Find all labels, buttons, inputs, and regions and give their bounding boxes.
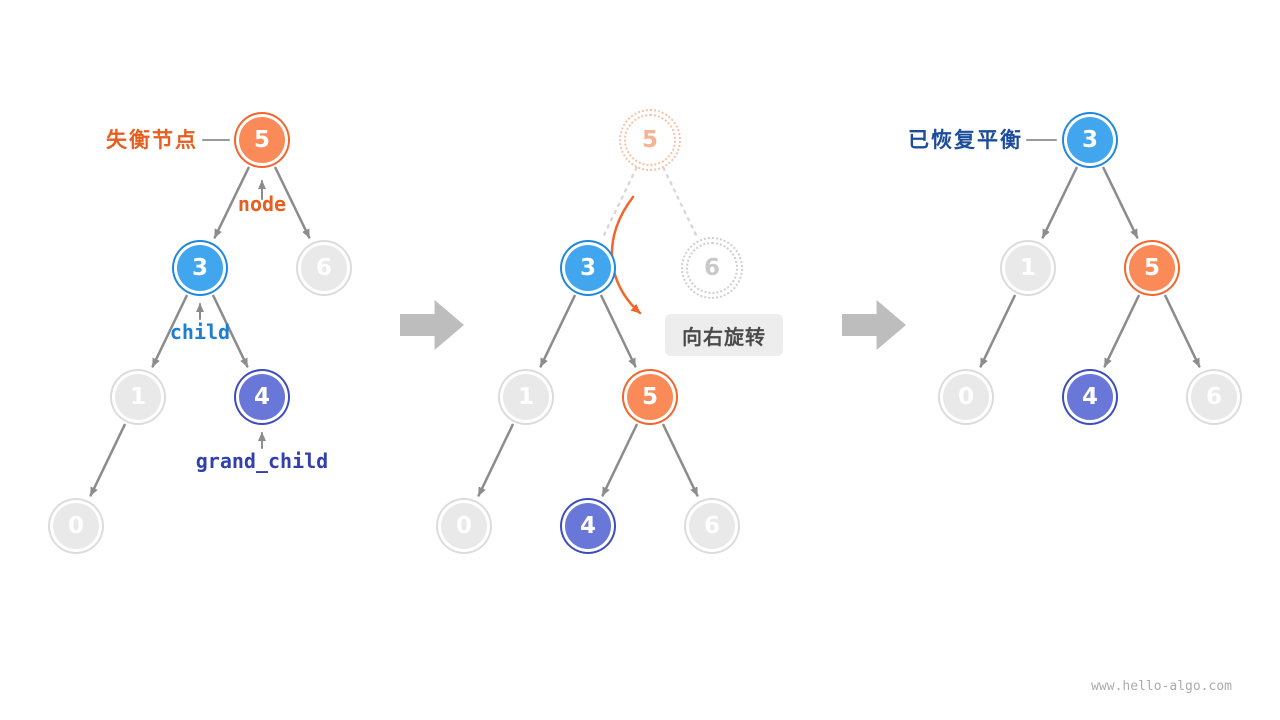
tree-after-node-1: 1 (1005, 245, 1051, 291)
tree-during-node-5: 5 (627, 374, 673, 420)
balanced-label: 已恢复平衡 (908, 128, 1023, 152)
edge-during-1-0 (477, 423, 514, 497)
edge-during-5-4 (601, 423, 638, 497)
ghost-edge-5-6 (662, 166, 700, 241)
edge-after-5-4 (1103, 294, 1140, 368)
edge-before-5-6 (274, 166, 311, 239)
unbalanced-node-label: 失衡节点 (106, 128, 198, 152)
edge-after-3-1 (1041, 166, 1078, 239)
edge-before-3-1 (151, 294, 188, 368)
tree-after-node-6: 6 (1191, 374, 1237, 420)
rotation-arrow-icon (610, 195, 642, 315)
child-label: child (169, 320, 231, 344)
label-pointer-arrows (196, 180, 266, 449)
edge-during-3-5 (600, 294, 637, 368)
tree-before-node-0: 0 (53, 503, 99, 549)
tree-during-edges (477, 294, 699, 497)
edge-after-5-6 (1164, 294, 1201, 368)
tree-after-node-5: 5 (1129, 245, 1175, 291)
edge-before-5-3 (213, 166, 250, 239)
tree-during-node-3: 3 (565, 245, 611, 291)
rotate-right-badge: 向右旋转 (665, 314, 783, 356)
edge-after-3-5 (1102, 166, 1139, 239)
tree-before-node-6: 6 (301, 245, 347, 291)
tree-before-node-4: 4 (239, 374, 285, 420)
website-watermark: www.hello-algo.com (1091, 679, 1232, 694)
tree-after-node-0: 0 (943, 374, 989, 420)
tree-during-ghost-edges (600, 166, 700, 241)
edge-during-5-6 (662, 423, 699, 497)
edge-during-3-1 (539, 294, 576, 368)
node-label: node (237, 192, 287, 216)
ghost-edge-5-3 (600, 166, 638, 241)
tree-during-ghost-node-6: 6 (681, 237, 743, 299)
tree-during-node-6: 6 (689, 503, 735, 549)
tree-before-node-3: 3 (177, 245, 223, 291)
edge-before-3-4 (212, 294, 249, 368)
grand-child-label: grand_child (195, 449, 329, 473)
tree-after-node-4: 4 (1067, 374, 1113, 420)
tree-before-edges (89, 166, 311, 497)
tree-during-node-0: 0 (441, 503, 487, 549)
tree-during-ghost-node-5: 5 (619, 109, 681, 171)
tree-during-node-1: 1 (503, 374, 549, 420)
edge-after-1-0 (979, 294, 1016, 368)
edge-before-1-0 (89, 423, 126, 497)
tree-before-node-1: 1 (115, 374, 161, 420)
tree-before-node-5: 5 (239, 117, 285, 163)
tree-after-edges (979, 166, 1201, 368)
tree-during-node-4: 4 (565, 503, 611, 549)
tree-after-node-3: 3 (1067, 117, 1113, 163)
